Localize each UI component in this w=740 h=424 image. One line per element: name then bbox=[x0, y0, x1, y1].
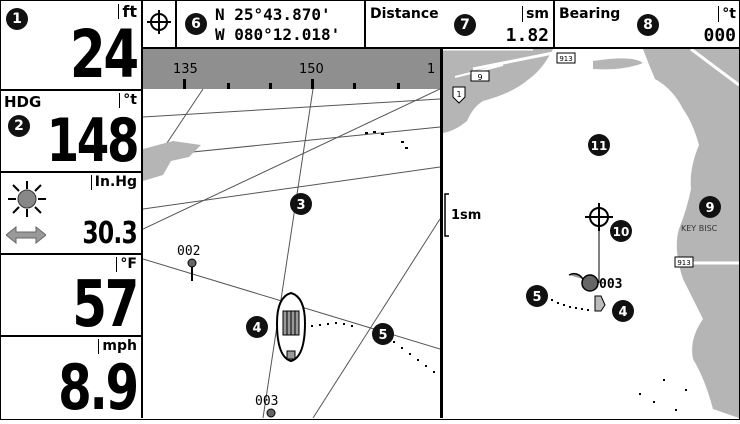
road-shield-label: 913 bbox=[677, 259, 690, 267]
crosshair-icon bbox=[147, 10, 171, 34]
inlet bbox=[650, 109, 659, 135]
callout-chart bbox=[588, 134, 610, 156]
callout-cursor-label: 10 bbox=[613, 225, 630, 239]
waypoint-label: 003 bbox=[255, 394, 278, 409]
track-dots bbox=[311, 322, 435, 373]
chart-view[interactable]: 9 1 913 913 KEY BISC 1sm 11 9 10 003 4 5 bbox=[443, 49, 739, 418]
longitude: W 080°12.018' bbox=[215, 25, 341, 44]
steady-trend-icon bbox=[6, 226, 46, 244]
speed-unit: mph bbox=[98, 339, 137, 354]
temperature-value: 57 bbox=[72, 268, 139, 342]
temperature-unit: °F bbox=[116, 257, 137, 272]
callout-boat bbox=[246, 316, 268, 338]
place-label: KEY BISC bbox=[681, 224, 718, 233]
bearing-label: Bearing bbox=[559, 6, 621, 22]
barometer-box[interactable]: In.Hg 30.3 bbox=[0, 173, 141, 255]
callout-heading: 2 bbox=[8, 115, 30, 137]
temperature-box[interactable]: °F 57 bbox=[0, 255, 141, 337]
callout-boat-label: 4 bbox=[618, 305, 627, 320]
land-3d bbox=[143, 141, 201, 181]
waypoint-icon[interactable] bbox=[266, 408, 276, 418]
scale-bar: 1sm bbox=[444, 193, 481, 237]
info-bar: 6 N 25°43.870' W 080°12.018' Distance sm… bbox=[143, 0, 740, 49]
view-3d[interactable]: 135 150 1 3 002 4 bbox=[143, 49, 443, 418]
heading-value: 148 bbox=[46, 106, 139, 176]
bearing-unit: °t bbox=[718, 6, 736, 22]
road bbox=[690, 49, 739, 87]
callout-distance: 7 bbox=[454, 14, 476, 36]
position-icon-box[interactable] bbox=[143, 0, 177, 47]
speed-value: 8.9 bbox=[58, 351, 139, 424]
road bbox=[472, 49, 564, 71]
compass-band bbox=[143, 49, 440, 89]
callout-view bbox=[290, 193, 312, 215]
bearing-value: 000 bbox=[703, 25, 736, 46]
boat-icon[interactable] bbox=[275, 291, 307, 363]
position-box[interactable]: 6 N 25°43.870' W 080°12.018' bbox=[177, 0, 366, 47]
callout-bearing: 8 bbox=[637, 14, 659, 36]
waypoint-label: 003 bbox=[599, 277, 622, 292]
track-dots bbox=[551, 299, 589, 311]
callout-cursor bbox=[610, 220, 632, 242]
island bbox=[593, 58, 643, 70]
callout-depth: 1 bbox=[6, 8, 28, 30]
speed-box[interactable]: mph 8.9 bbox=[0, 337, 141, 424]
callout-position: 6 bbox=[185, 13, 207, 35]
compass-ticks bbox=[183, 79, 400, 89]
compass-tick-label: 135 bbox=[173, 62, 198, 77]
mainland bbox=[443, 49, 553, 133]
compass-tick-label: 150 bbox=[299, 62, 324, 77]
callout-track-label: 5 bbox=[378, 328, 387, 343]
callout-land bbox=[699, 196, 721, 218]
callout-track bbox=[526, 285, 548, 307]
depth-value: 24 bbox=[70, 16, 139, 93]
road-shield bbox=[556, 52, 576, 64]
heading-label: HDG bbox=[4, 93, 42, 111]
boat-icon[interactable] bbox=[594, 295, 606, 312]
road-shield bbox=[452, 86, 466, 104]
distance-value: 1.82 bbox=[505, 25, 549, 46]
sun-icon bbox=[8, 181, 46, 217]
distance-unit: sm bbox=[522, 6, 549, 22]
depth-unit: ft bbox=[118, 4, 137, 20]
road-shield bbox=[674, 256, 694, 268]
land-fragment bbox=[568, 272, 584, 280]
callout-track-label: 5 bbox=[532, 290, 541, 305]
depth-box[interactable]: 1 ft 24 bbox=[0, 0, 141, 91]
coastline bbox=[643, 49, 739, 418]
callout-boat bbox=[612, 300, 634, 322]
heading-box[interactable]: HDG °t 2 148 bbox=[0, 91, 141, 173]
road-shield-label: 1 bbox=[456, 90, 461, 99]
waypoint-icon[interactable] bbox=[187, 258, 197, 281]
chart-graphic: 9 1 913 913 KEY BISC 1sm 11 9 10 003 4 5 bbox=[443, 49, 739, 418]
compass-tick-label: 1 bbox=[427, 62, 435, 77]
distance-box[interactable]: Distance sm 7 1.82 bbox=[366, 0, 555, 47]
callout-land-label: 9 bbox=[705, 201, 714, 216]
callout-track bbox=[372, 323, 394, 345]
callout-view-label: 3 bbox=[296, 198, 305, 213]
3d-view-graphic: 135 150 1 3 002 4 bbox=[143, 49, 440, 418]
road-shield-label: 9 bbox=[477, 73, 482, 82]
waypoint-icon[interactable] bbox=[581, 274, 599, 292]
barometer-value: 30.3 bbox=[82, 216, 137, 251]
road-shield-label: 913 bbox=[559, 55, 572, 63]
distance-label: Distance bbox=[370, 6, 439, 22]
bearing-box[interactable]: Bearing °t 8 000 bbox=[555, 0, 740, 47]
shoreline-dots bbox=[365, 131, 408, 149]
road-shield bbox=[470, 70, 490, 82]
heading-unit: °t bbox=[119, 93, 137, 108]
barometer-unit: In.Hg bbox=[90, 175, 137, 190]
callout-chart-label: 11 bbox=[591, 139, 608, 153]
waypoint-label: 002 bbox=[177, 244, 200, 259]
scale-label: 1sm bbox=[451, 208, 481, 223]
callout-boat-label: 4 bbox=[252, 321, 261, 336]
shoal-dots bbox=[639, 379, 687, 411]
cursor-crosshair-icon[interactable] bbox=[585, 203, 613, 231]
data-panel: 1 ft 24 HDG °t 2 148 In.Hg 30.3 °F 57 bbox=[0, 0, 143, 424]
latitude: N 25°43.870' bbox=[215, 5, 331, 24]
